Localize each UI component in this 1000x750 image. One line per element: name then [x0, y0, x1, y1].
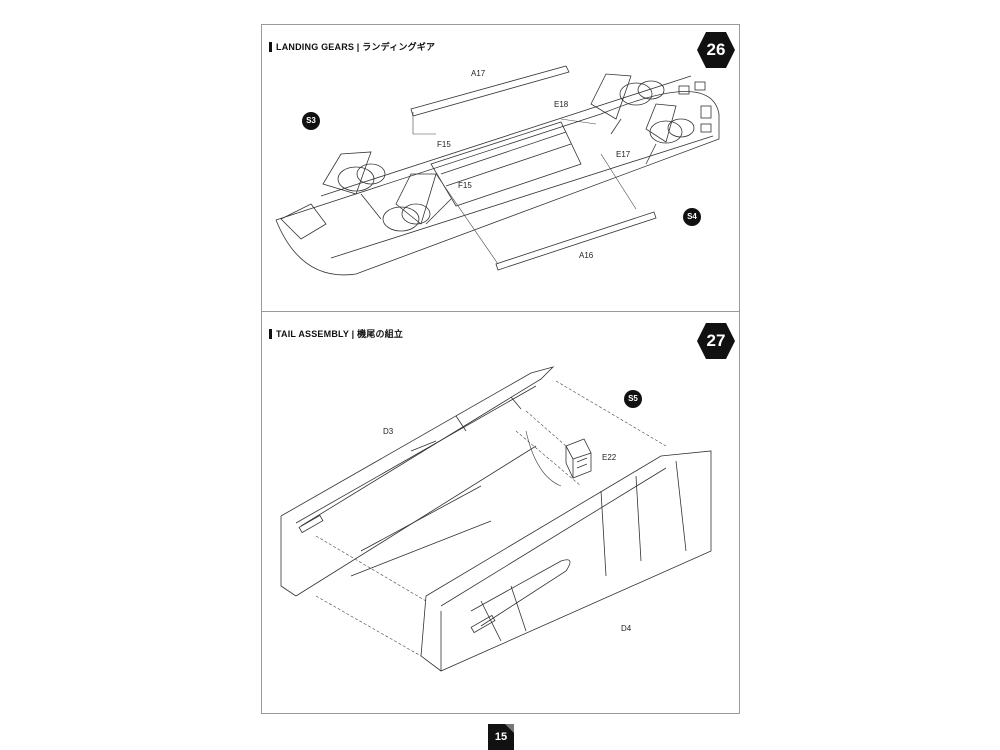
- step-26-panel: LANDING GEARS | ランディングギア 26 S3 S4: [261, 24, 739, 311]
- step-number-badge: 27: [696, 321, 736, 361]
- step-title-text: LANDING GEARS | ランディングギア: [276, 42, 436, 52]
- frame-right-rule: [739, 24, 740, 714]
- step-number-badge: 26: [696, 30, 736, 70]
- part-label-d4: D4: [621, 624, 632, 633]
- frame-left-rule: [261, 24, 262, 714]
- step-divider: [261, 311, 740, 312]
- step-number: 27: [706, 331, 726, 350]
- page-number: 15: [488, 724, 514, 750]
- hexagon-icon: [697, 32, 735, 68]
- part-label-e18: E18: [554, 100, 569, 109]
- part-label-a17: A17: [471, 69, 486, 78]
- part-label-f15: F15: [437, 140, 451, 149]
- sub-assembly-badge: S5: [624, 390, 642, 408]
- step-27-panel: TAIL ASSEMBLY | 機尾の組立 27 S5: [261, 311, 739, 713]
- step-title-text: TAIL ASSEMBLY | 機尾の組立: [276, 329, 404, 339]
- step-title: LANDING GEARS | ランディングギア: [269, 40, 435, 53]
- title-marker: [269, 41, 272, 52]
- part-label-f15-second: F15: [458, 181, 472, 190]
- part-label-e22: E22: [602, 453, 617, 462]
- part-label-d3: D3: [383, 427, 394, 436]
- page-corner-fold: [505, 724, 514, 733]
- sub-assembly-badge: S3: [302, 112, 320, 130]
- step-title: TAIL ASSEMBLY | 機尾の組立: [269, 327, 403, 340]
- frame-bottom-rule: [261, 713, 740, 714]
- part-label-e17: E17: [616, 150, 631, 159]
- tail-assembly-drawing: D3 E22 D4: [280, 366, 712, 672]
- frame-top-rule: [261, 24, 740, 25]
- sub-assembly-badge: S4: [683, 208, 701, 226]
- part-label-a16: A16: [579, 251, 594, 260]
- landing-gear-drawing: A17 E18 F15 E17 F15 A16: [275, 65, 720, 276]
- hexagon-icon: [697, 323, 735, 359]
- title-marker: [269, 328, 272, 339]
- step-number: 26: [706, 40, 726, 59]
